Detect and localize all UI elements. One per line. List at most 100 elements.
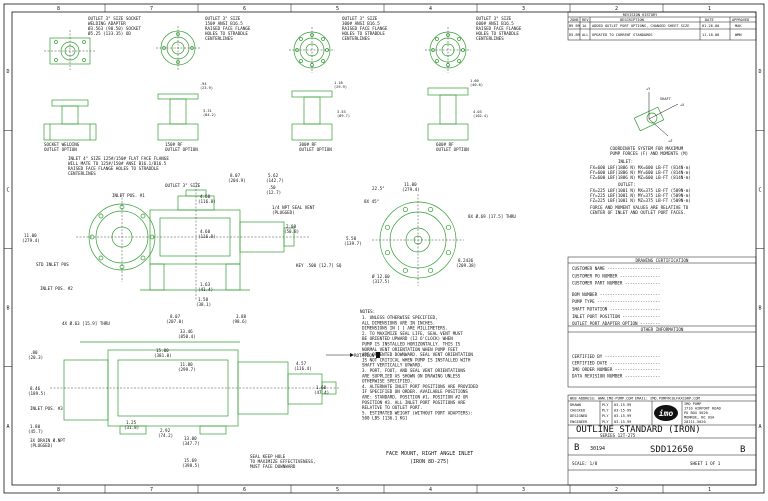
- f150-note-5: CENTERLINES: [205, 36, 233, 41]
- rev-row-1-by: MAK: [735, 24, 742, 28]
- rev-row-1-date: 01-26-00: [702, 24, 719, 28]
- note-line: IS NOT CRITICAL WHEN PUMP IS INSTALLED W…: [362, 357, 471, 362]
- f300-dim-h-mm: (89.7): [337, 114, 350, 118]
- f150-option-label-2: OUTLET OPTION: [165, 147, 198, 152]
- force-outlet-row-3: FZ=225 LBF(1001 N) MZ=375 LB-FT (509N-m): [590, 198, 691, 203]
- bottom-l3-mm: (299.7): [178, 367, 196, 372]
- cert-signoff-field[interactable]: CERTIFIED BY ----------------------: [572, 354, 660, 359]
- f600-dim-w-mm: (40.6): [470, 83, 483, 87]
- revision-title: REVISION HISTORY: [623, 13, 658, 17]
- cert-field[interactable]: CUSTOMER PO NUMBER ----------------: [572, 273, 660, 278]
- inlet-holes-label: 4X Ø.63 [15.9] THRU: [62, 321, 110, 326]
- bottom-h3-mm: (47.4): [314, 390, 329, 395]
- cert-signoff-field[interactable]: CERTIFIED DATE --------------------: [572, 361, 660, 366]
- view-caption-2: (IRON 8D-275): [410, 459, 449, 465]
- title-block: WEB ADDRESS: WWW.IMO-PUMP.COM EMAIL: IMO…: [567, 394, 757, 486]
- note-line: ARE ORIENTED DOWNWARD. SEAL VENT ORIENTA…: [362, 352, 473, 357]
- bottom-b1: 1.25: [126, 420, 137, 425]
- inlet-pos-1-label: INLET POS. #1: [112, 193, 145, 198]
- f150-note-3: RAISED FACE FLANGE: [205, 26, 251, 31]
- dim-d7-mm: (41.4): [198, 287, 213, 292]
- cert-field[interactable]: OUTLET PORT ADAPTER OPTION --------: [572, 321, 660, 326]
- company-line-5: 28111-5020: [684, 420, 706, 424]
- inlet-note-3: RAISED FACE FLANGE HOLES TO STRADDLE: [68, 166, 159, 171]
- side-bolt-hole: [445, 224, 452, 230]
- border-column-top-5: 5: [336, 6, 339, 12]
- revision-block: REVISION HISTORY ZONE REV DESCRIPTION DA…: [567, 11, 757, 41]
- border-column-bottom-4: 4: [429, 487, 432, 493]
- bottom-b3: 13.00: [184, 436, 197, 441]
- axis-z-label: +Z: [668, 139, 673, 143]
- f300-note-5: CENTERLINES: [342, 36, 370, 41]
- side-bolt-hole: [402, 267, 408, 274]
- dim-d12-mm: (98.6): [232, 319, 247, 324]
- company-line-4: MONROE, NC USA: [684, 416, 715, 420]
- rev-row-2-by: WMN: [735, 33, 742, 37]
- rev-header-rev: REV: [582, 18, 589, 22]
- rev-header-approved: APPROVED: [732, 18, 749, 22]
- bottom-len: 33.46: [180, 329, 193, 334]
- notes-lines: 1. UNLESS OTHERWISE SPECIFIED, ALL DIMEN…: [362, 315, 478, 421]
- side-bolt-holes: [384, 206, 452, 274]
- note-line: 3. PORT, FOOT, AND SEAL VENT ORIENTATION…: [362, 368, 466, 373]
- side-holes-label: 8X Ø.69 [17.5] THRU: [468, 214, 516, 219]
- border-column-bottom-3: 3: [522, 487, 525, 493]
- cert-signoff-field[interactable]: DATA REVISION NUMBER --------------: [572, 374, 660, 379]
- bottom-l4-mm: (116.4): [294, 366, 312, 371]
- note-line: NORMAL VENT ORIENTATION WHEN PUMP FEET: [362, 347, 458, 352]
- bottom-b3-mm: (347.7): [182, 441, 200, 446]
- note-line: 5. ESTIMATED WEIGHT (WITHOUT PORT ADAPTE…: [362, 410, 473, 415]
- side-bolt-hole: [428, 267, 434, 274]
- cert-field[interactable]: SHAFT ROTATION --------------------: [572, 307, 660, 312]
- web-address: WEB ADDRESS: WWW.IMO-PUMP.COM EMAIL: IMO…: [570, 397, 701, 401]
- imo-logo: imo: [654, 405, 678, 421]
- note-line: SHAFT VERTICALLY UPWARD.: [362, 363, 423, 368]
- f600-note-5: CENTERLINES: [476, 36, 504, 41]
- f600-note-3: RAISED FACE FLANGE: [476, 26, 522, 31]
- dim-d5: 4.60: [200, 194, 211, 199]
- border-column-bottom-1: 1: [708, 487, 711, 493]
- cert-signoff-field[interactable]: IMO ORDER NUMBER ------------------: [572, 367, 660, 372]
- dim-d6-mm: (116.8): [198, 234, 216, 239]
- force-inlet-row-2: FY=600 LBF(1886 N) MY=600 LB-FT (814N-m): [590, 170, 691, 175]
- rev-row-2-date: 11-18-08: [702, 33, 719, 37]
- title-sheet: SHEET 1 OF 1: [690, 461, 721, 466]
- title-rev: B: [740, 445, 745, 455]
- border-column-top-4: 4: [429, 6, 432, 12]
- side-h: 5.50: [346, 236, 357, 241]
- rev-row-2-rev: ALL: [582, 33, 589, 37]
- tb-row-date: 03-15-99: [614, 420, 631, 424]
- cert-field[interactable]: CUSTOMER NAME ---------------------: [572, 266, 660, 271]
- company-line-3: PO BOX 5020: [684, 411, 708, 415]
- force-inlet-row-3: FZ=600 LBF(1886 N) MZ=600 LB-FT (814N-m): [590, 175, 691, 180]
- tb-row-initials: PLY: [602, 403, 609, 407]
- note-line: BE ORIENTED UPWARD (12 O'CLOCK) WHEN: [362, 336, 453, 341]
- tb-row-role: CHECKED: [570, 409, 585, 413]
- f600-note-2: 600# ANSI B16.5: [476, 21, 514, 26]
- bottom-view: 33.46 (850.4) 15.00 (381.0) 11.80 (299.7…: [28, 329, 380, 469]
- cert-field[interactable]: CUSTOMER PART NUMBER --------------: [572, 281, 660, 286]
- cert-field[interactable]: INLET PORT POSITION ---------------: [572, 314, 660, 319]
- socket-option-label-2: OUTLET OPTION: [44, 147, 77, 152]
- side-w: 8.2436: [458, 258, 474, 263]
- bottom-h2-mm: (189.5): [28, 391, 46, 396]
- f300-note-4: HOLES TO STRADDLE: [342, 31, 385, 36]
- notes-block: NOTES: 1. UNLESS OTHERWISE SPECIFIED, AL…: [360, 309, 478, 421]
- tb-row-date: 03-15-99: [614, 414, 631, 418]
- flange-600-option: OUTLET 3" SIZE 600# ANSI B16.5 RAISED FA…: [425, 16, 522, 152]
- side-angle-2: 8X 45°: [364, 199, 379, 204]
- cert-signoff-lines: CERTIFIED BY ---------------------- CERTI…: [572, 354, 660, 379]
- cert-field[interactable]: PUMP TYPE -------------------------: [572, 299, 660, 304]
- border-column-bottom-7: 7: [150, 487, 153, 493]
- side-bolt-hole: [384, 250, 391, 256]
- socket-note-2: WELDING ADAPTER: [88, 21, 126, 26]
- dim-d3-mm: (12.7): [266, 190, 281, 195]
- f300-note-3: RAISED FACE FLANGE: [342, 26, 388, 31]
- border-column-top-2: 2: [615, 6, 618, 12]
- bottom-l3: 11.80: [180, 362, 193, 367]
- border-row-right-A: A: [758, 424, 761, 430]
- rotation-label: ROTATION: [354, 353, 375, 358]
- cert-field[interactable]: BOM NUMBER ------------------------: [572, 292, 660, 297]
- seal-note-1: SEAL KEEP HOLE: [250, 454, 286, 459]
- bottom-l2: 15.00: [156, 348, 169, 353]
